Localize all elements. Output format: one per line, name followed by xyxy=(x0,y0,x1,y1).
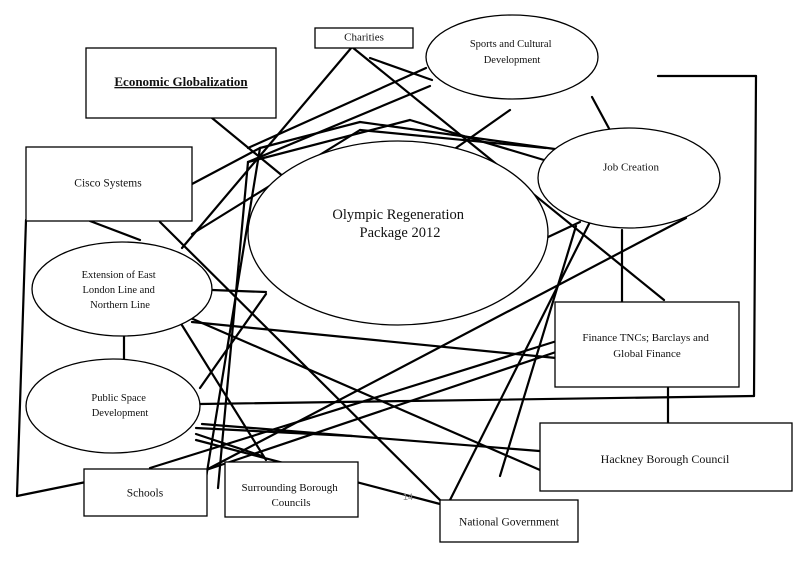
connector-line xyxy=(15,480,88,498)
connector-line xyxy=(180,45,354,250)
connector-line xyxy=(204,216,688,472)
connector-line xyxy=(210,288,268,294)
connector-line xyxy=(190,320,558,360)
connector-line xyxy=(210,116,292,184)
connector-line xyxy=(498,224,578,478)
public-space-ellipse xyxy=(25,358,201,454)
economic-globalization-label: Economic Globalization xyxy=(114,74,248,89)
olympic-regeneration-ellipse xyxy=(247,140,549,326)
olympic-regeneration-line-2: Package 2012 xyxy=(360,225,441,241)
surrounding-boroughs-line-1: Surrounding Borough xyxy=(242,482,339,494)
hackney-borough-council-label: Hackney Borough Council xyxy=(601,452,730,466)
connector-line xyxy=(204,350,558,472)
hackney-borough-council-box xyxy=(539,422,793,492)
public-space-line-1: Public Space xyxy=(91,393,146,404)
sports-cultural-label: Sports and Cultural Development xyxy=(470,39,554,66)
surrounding-boroughs-line-2: Councils xyxy=(271,497,310,509)
charities-box xyxy=(314,27,414,49)
extension-line-2: London Line and xyxy=(83,285,156,296)
public-space-label: Public Space Development xyxy=(91,393,148,419)
job-creation-ellipse xyxy=(537,127,721,229)
connector-line xyxy=(368,56,434,82)
connector-line xyxy=(752,74,758,398)
connector-line xyxy=(178,320,268,462)
finance-tncs-box xyxy=(554,301,740,388)
connector-line xyxy=(190,146,262,186)
connector-line xyxy=(15,218,28,498)
connector-line xyxy=(448,220,592,502)
public-space-line-2: Development xyxy=(92,408,149,419)
extension-east-london-label: Extension of East London Line and Northe… xyxy=(82,270,159,311)
national-government-box xyxy=(439,499,579,543)
extension-east-london-ellipse xyxy=(31,241,213,337)
olympic-regeneration-label: Olympic Regeneration Package 2012 xyxy=(332,207,467,241)
extension-line-3: Northern Line xyxy=(90,300,150,311)
schools-label: Schools xyxy=(127,488,164,500)
surrounding-boroughs-label: Surrounding Borough Councils xyxy=(242,482,341,509)
connector-line xyxy=(246,66,428,150)
connector-line xyxy=(198,394,756,406)
sports-cultural-line-2: Development xyxy=(484,55,541,66)
connector-line xyxy=(358,128,548,150)
connector-line xyxy=(258,120,362,150)
finance-tncs-line-2: Global Finance xyxy=(613,348,681,360)
page-number: 14 xyxy=(403,492,413,502)
connector-line xyxy=(246,84,432,164)
sports-cultural-line-1: Sports and Cultural xyxy=(470,39,552,50)
finance-tncs-line-1: Finance TNCs; Barclays and xyxy=(582,332,709,344)
connector-line xyxy=(198,292,268,390)
connector-line xyxy=(444,108,512,157)
connector-line xyxy=(408,118,546,162)
national-government-label: National Government xyxy=(459,517,560,529)
connector-line xyxy=(184,314,542,472)
connector-line xyxy=(544,220,582,240)
connector-line xyxy=(158,220,442,502)
extension-line-1: Extension of East xyxy=(82,270,156,281)
connector-line xyxy=(246,118,412,164)
cisco-systems-label: Cisco Systems xyxy=(74,178,142,190)
connector-line xyxy=(194,432,264,458)
connector-line xyxy=(200,422,554,454)
surrounding-boroughs-box xyxy=(224,461,359,518)
connector-line xyxy=(88,219,142,242)
schools-box xyxy=(83,468,208,517)
finance-tncs-label: Finance TNCs; Barclays and Global Financ… xyxy=(582,332,711,360)
cisco-systems-box xyxy=(25,146,193,222)
connector-lines xyxy=(15,45,758,506)
economic-globalization-box xyxy=(85,47,277,119)
olympic-regeneration-line-1: Olympic Regeneration xyxy=(332,207,464,223)
connector-line xyxy=(590,95,614,136)
job-creation-label: Job Creation xyxy=(603,162,659,174)
sports-cultural-ellipse xyxy=(425,14,599,100)
charities-label: Charities xyxy=(344,32,384,44)
